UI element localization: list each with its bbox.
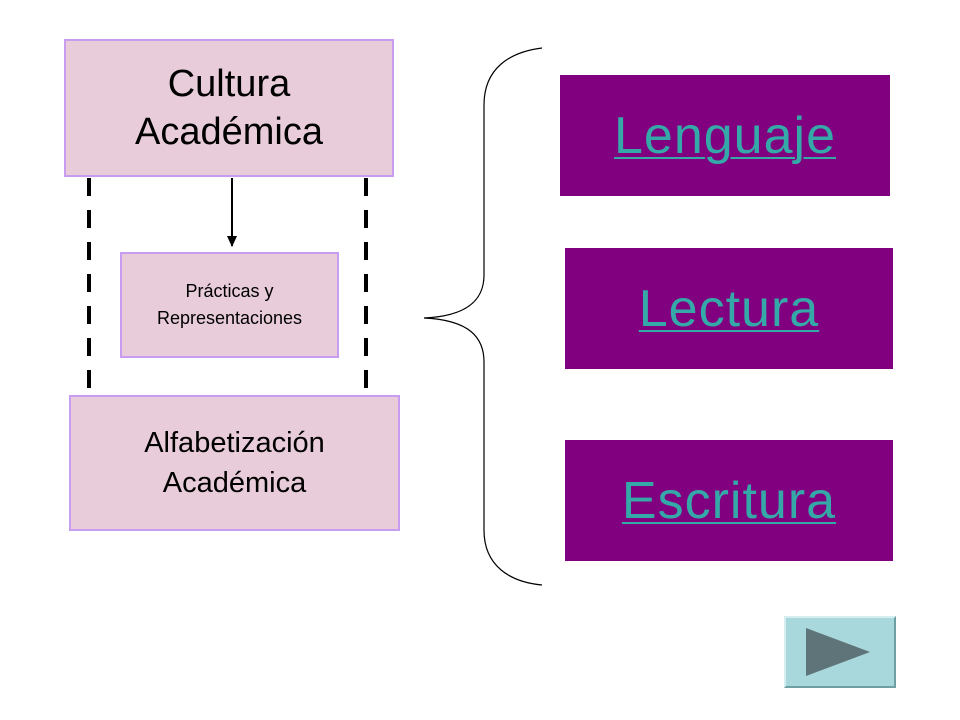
arrowhead-icon	[227, 236, 237, 247]
curly-brace	[423, 47, 543, 586]
escritura-box: Escritura	[565, 440, 893, 561]
alfabetizacion-academica-box: Alfabetización Académica	[69, 395, 400, 531]
alfabetizacion-line1: Alfabetización	[144, 427, 325, 459]
lenguaje-link[interactable]: Lenguaje	[614, 106, 836, 165]
cultura-line1: Cultura	[167, 63, 291, 105]
lenguaje-box: Lenguaje	[560, 75, 890, 196]
alfabetizacion-line2: Académica	[162, 467, 307, 499]
cultura-academica-box: Cultura Académica	[64, 39, 394, 177]
escritura-link[interactable]: Escritura	[621, 471, 837, 530]
practicas-line1: Prácticas y	[185, 281, 274, 301]
practicas-representaciones-box: Prácticas y Representaciones	[120, 252, 339, 358]
practicas-line2: Representaciones	[156, 308, 303, 328]
cultura-line2: Académica	[135, 111, 323, 153]
play-triangle-icon	[806, 628, 870, 676]
lectura-link[interactable]: Lectura	[638, 279, 820, 338]
next-slide-button[interactable]	[784, 616, 896, 688]
lectura-box: Lectura	[565, 248, 893, 369]
